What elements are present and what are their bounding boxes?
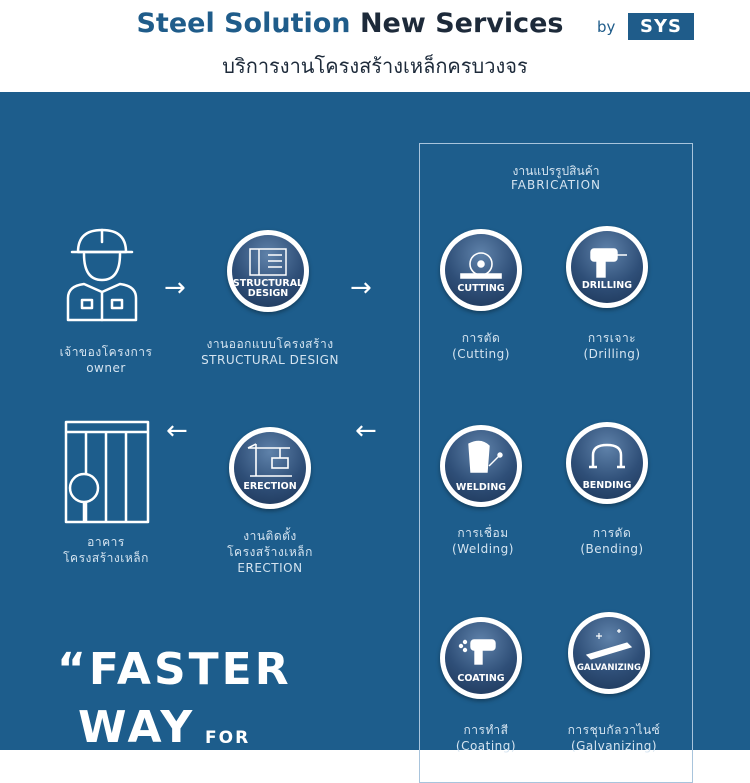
welder-icon — [468, 440, 503, 473]
building-icon — [64, 420, 150, 524]
arrow-right-2: → — [350, 273, 372, 303]
coating-badge: COATING — [440, 617, 522, 699]
cutting-caption: การตัด (Cutting) — [452, 331, 510, 361]
by-label: by — [597, 18, 616, 36]
erection-badge: ERECTION — [229, 427, 311, 509]
welding-caption: การเชื่อม (Welding) — [452, 526, 514, 556]
title-part-2: New Services — [359, 8, 564, 39]
slogan-line-1: “FASTER — [57, 644, 292, 695]
galvanizing-badge: GALVANIZING — [568, 612, 650, 694]
structural-design-caption: งานออกแบบโครงสร้าง STRUCTURAL DESIGN — [201, 337, 339, 367]
header: Steel Solution New Services by SYS บริกา… — [0, 0, 750, 92]
drilling-caption: การเจาะ (Drilling) — [583, 331, 641, 361]
saw-blade-icon — [460, 252, 502, 279]
bending-caption: การดัด (Bending) — [580, 526, 644, 556]
welding-badge: WELDING — [440, 425, 522, 507]
drilling-badge: DRILLING — [566, 226, 648, 308]
fabrication-title-th: งานแปรรูปสินค้า — [512, 164, 600, 178]
owner-caption: เจ้าของโครงการ owner — [59, 345, 153, 375]
fabrication-title-en: FABRICATION — [510, 178, 602, 192]
drill-icon — [590, 248, 627, 278]
crane-icon — [247, 443, 292, 477]
spray-gun-icon — [458, 639, 496, 665]
title-part-1: Steel Solution — [136, 8, 351, 39]
galvanizing-caption: การชุบกัลวาไนซ์ (Galvanizing) — [567, 723, 661, 753]
arrow-left-2: ← — [166, 416, 188, 446]
slogan-line-2: WAY — [78, 702, 196, 753]
building-caption: อาคาร โครงสร้างเหล็ก — [63, 535, 149, 565]
page-subtitle: บริการงานโครงสร้างเหล็กครบวงจร — [222, 54, 528, 78]
erection-caption: งานติดตั้ง โครงสร้างเหล็ก ERECTION — [227, 529, 313, 575]
blueprint-icon — [249, 248, 287, 276]
page-title: Steel Solution New Services — [0, 8, 700, 39]
bent-beam-icon — [589, 443, 625, 469]
sys-logo: SYS — [628, 13, 694, 40]
slogan-line-3: FOR — [205, 728, 251, 748]
worker-icon — [66, 228, 138, 322]
arrow-right-1: → — [164, 273, 186, 303]
steel-bar-icon — [585, 629, 633, 660]
cutting-badge: CUTTING — [440, 229, 522, 311]
bending-badge: BENDING — [566, 422, 648, 504]
arrow-left-1: ← — [355, 416, 377, 446]
